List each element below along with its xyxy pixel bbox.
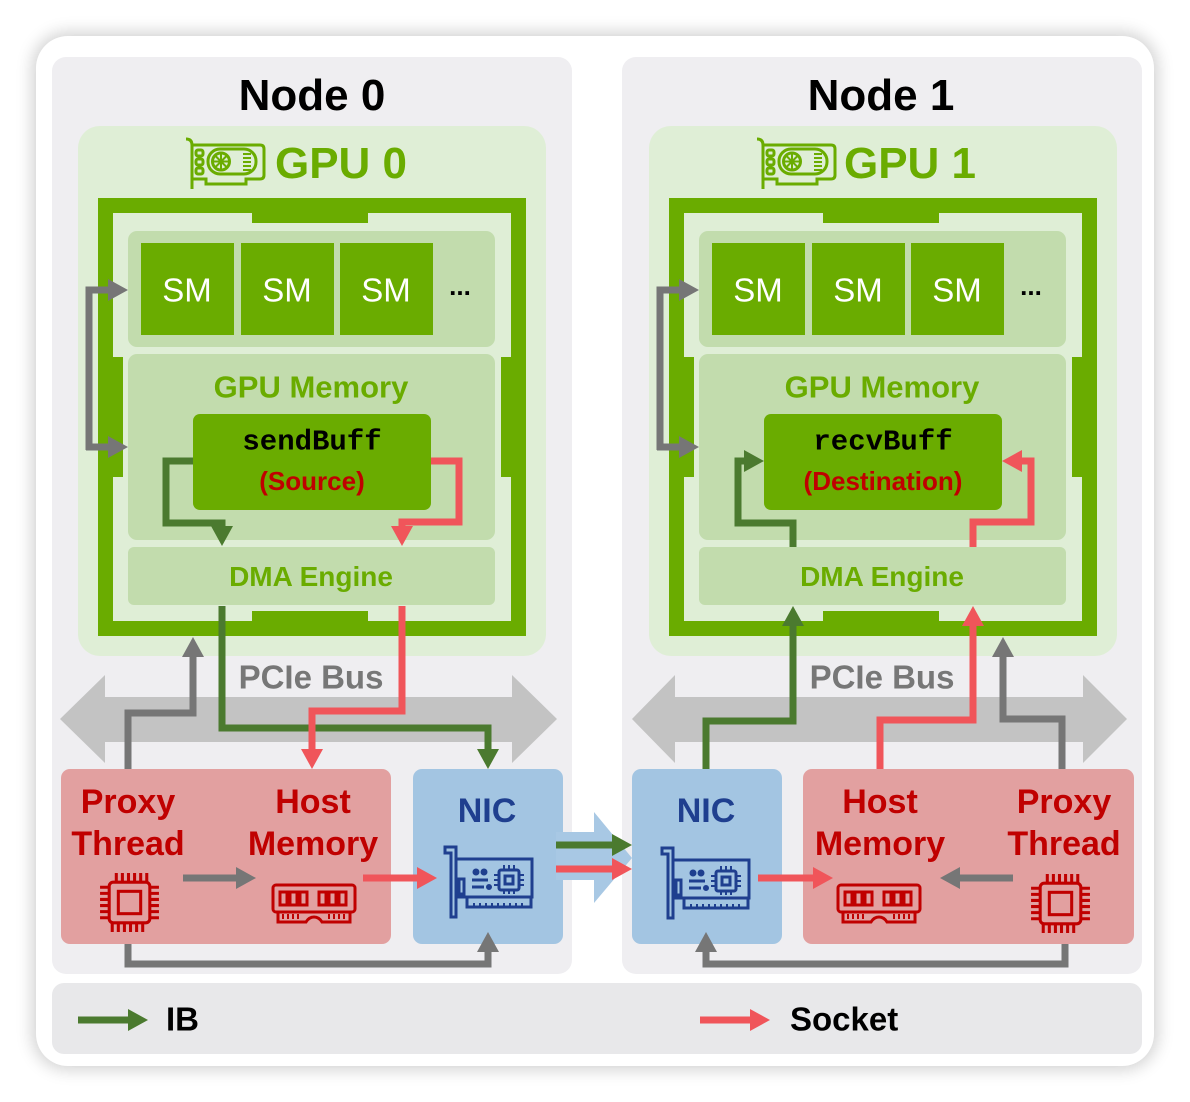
node-1-proxy-label-line2: Thread [1007, 825, 1121, 863]
gpu-1-buffer-role: (Destination) [803, 466, 963, 496]
gpu-0-send-buffer [193, 414, 431, 510]
gpu-0-frame-notch-right [501, 357, 512, 477]
network-card-icon [660, 846, 752, 920]
gpu-1-sm-2-label: SM [833, 271, 883, 309]
gpu-0-sm-3 [340, 243, 433, 335]
gpu-0-frame-notch-left [112, 357, 123, 477]
gpu-0-dma-engine [128, 547, 495, 605]
gpu-0-sm-more: ... [449, 271, 471, 301]
gpu-0-dma-label: DMA Engine [229, 561, 393, 592]
gpu-0-frame-notch-top [252, 212, 368, 223]
gpu-0-sm-1 [141, 243, 234, 335]
gpu-1-sm-1 [712, 243, 805, 335]
gpu-0-title: GPU 0 [274, 139, 408, 188]
gpu-1-recv-buffer [764, 414, 1002, 510]
legend-ib-label: IB [166, 1000, 199, 1038]
gpu-1-sm-3 [911, 243, 1004, 335]
node-0-proxy-label-line2: Thread [71, 825, 185, 863]
gpu-card-icon [755, 137, 837, 191]
gpu-1-title: GPU 1 [843, 139, 977, 188]
gpu-0-frame-notch-bottom [252, 611, 368, 622]
node-0-nic-box [413, 769, 563, 944]
cpu-chip-icon [97, 870, 162, 935]
gpu-0-sm-3-label: SM [361, 271, 411, 309]
node-0-nic-label: NIC [457, 792, 517, 830]
node-1-host-memory-label-line1: Host [842, 783, 918, 821]
node-0-host-memory-label-line2: Memory [247, 825, 379, 863]
gpu-1-frame-notch-left [683, 357, 694, 477]
node-1-pcie-label: PCIe Bus [809, 658, 955, 696]
node-0-title: Node 0 [238, 71, 386, 120]
node-1-nic-box [632, 769, 782, 944]
network-card-icon [443, 845, 535, 919]
gpu-0-sm-2-label: SM [262, 271, 312, 309]
gpu-1-sm-more: ... [1020, 271, 1042, 301]
gpu-0-sm-2 [241, 243, 334, 335]
node-1-title: Node 1 [807, 71, 955, 120]
gpu-1-memory-label: GPU Memory [784, 369, 980, 405]
gpu-1-dma-engine [699, 547, 1066, 605]
gpu-0-buffer-role: (Source) [259, 466, 365, 496]
gpu-1-dma-label: DMA Engine [800, 561, 964, 592]
legend-socket-label: Socket [790, 1000, 899, 1038]
gpu-1-sm-1-label: SM [733, 271, 783, 309]
node-0-host-memory-label-line1: Host [275, 783, 351, 821]
node-0-pcie-label: PCIe Bus [238, 658, 384, 696]
gpu-0-buffer-name: sendBuff [242, 425, 382, 459]
gpu-0-sm-1-label: SM [162, 271, 212, 309]
gpu-1-sm-2 [812, 243, 905, 335]
node-1-proxy-label-line1: Proxy [1016, 783, 1112, 821]
ram-module-icon [271, 883, 357, 925]
node-1-nic-label: NIC [676, 792, 736, 830]
node-1-host-memory-label-line2: Memory [814, 825, 946, 863]
cpu-chip-icon [1028, 871, 1093, 936]
gpu-1-frame-notch-top [823, 212, 939, 223]
node-0-host-box [61, 769, 391, 944]
legend-bar [52, 983, 1142, 1054]
ram-module-icon [836, 883, 922, 925]
gpu-card-icon [184, 137, 266, 191]
gpu-1-sm-3-label: SM [932, 271, 982, 309]
node-0-proxy-label-line1: Proxy [80, 783, 176, 821]
gpu-1-frame-notch-bottom [823, 611, 939, 622]
gpu-1-buffer-name: recvBuff [813, 425, 953, 459]
gpu-0-memory-label: GPU Memory [213, 369, 409, 405]
gpu-1-frame-notch-right [1072, 357, 1083, 477]
